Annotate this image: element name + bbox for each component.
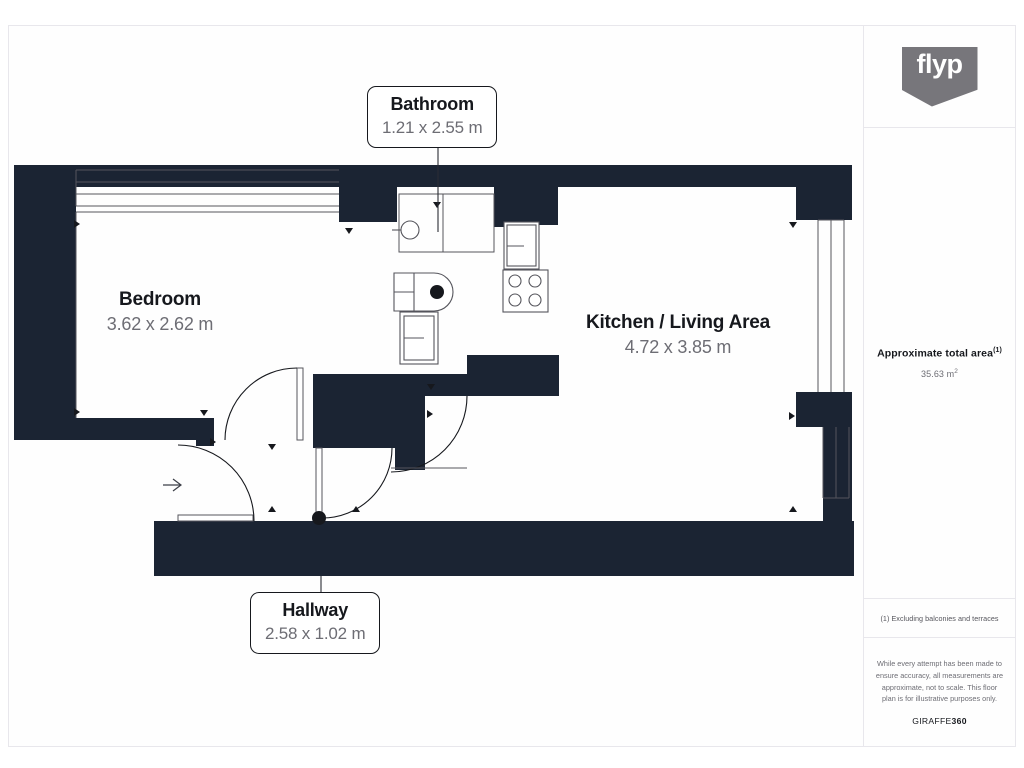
provider-brand: GIRAFFE360	[912, 716, 967, 726]
bathtub	[393, 272, 454, 312]
provider-brand-prefix: GIRAFFE	[912, 716, 952, 727]
room-name-hallway: Hallway	[282, 600, 349, 620]
room-name-kitchen-living: Kitchen / Living Area	[585, 312, 771, 333]
total-area-footnote-marker: (1)	[993, 346, 1002, 354]
bathtub-drain	[430, 285, 444, 299]
bathroom-inner	[398, 193, 495, 253]
wall-northeast-corner	[796, 165, 852, 220]
total-area-number: 35.63 m	[921, 369, 955, 380]
room-dims-bedroom: 3.62 x 2.62 m	[106, 313, 214, 334]
wall-north-kitchen	[558, 165, 796, 187]
wall-south-main	[154, 521, 854, 576]
wall-bedroom-door-jamb	[196, 418, 214, 446]
room-dims-bathroom: 1.21 x 2.55 m	[382, 117, 483, 137]
entrance-door	[163, 444, 255, 522]
dimension-ticks	[74, 202, 797, 512]
hallway-door-hinge	[312, 511, 326, 525]
kitchen-door	[390, 395, 468, 473]
footnote-cell: (1) Excluding balconies and terraces	[864, 599, 1015, 638]
bathroom-sink	[392, 220, 420, 240]
footnote-text: (1) Excluding balconies and terraces	[880, 613, 999, 623]
brand-logo-cell: flyp	[864, 26, 1015, 128]
interior-walls	[313, 187, 559, 470]
room-label-hallway: Hallway 2.58 x 1.02 m	[250, 592, 381, 655]
bedroom-door	[224, 367, 304, 441]
hallway-door	[312, 447, 393, 525]
entrance-door-leaf	[177, 514, 254, 522]
kitchen-sink	[503, 221, 540, 270]
wall-north-bedroom-outer	[14, 165, 339, 187]
room-name-bathroom: Bathroom	[390, 94, 475, 114]
wall-bathroom-east-upper	[494, 187, 512, 227]
wall-east-lower	[823, 392, 852, 522]
total-area-label-text: Approximate total area	[877, 347, 994, 360]
window-east-upper	[817, 219, 845, 392]
total-area-label: Approximate total area(1)	[877, 347, 1002, 360]
room-label-bedroom: Bedroom 3.62 x 2.62 m	[60, 289, 260, 335]
total-area-cell: Approximate total area(1) 35.63 m2	[864, 128, 1015, 599]
room-outlines	[75, 193, 819, 418]
window-east-lower	[822, 427, 850, 499]
toilet	[399, 311, 439, 365]
room-dims-hallway: 2.58 x 1.02 m	[265, 623, 366, 643]
entrance-arrow	[163, 478, 182, 492]
hob-four-burner	[502, 269, 549, 313]
room-label-kitchen-living: Kitchen / Living Area 4.72 x 3.85 m	[528, 312, 828, 358]
disclaimer-text: While every attempt has been made to ens…	[875, 658, 1004, 704]
flyp-logo-icon: flyp	[901, 46, 978, 107]
flyp-logo-text: flyp	[916, 48, 963, 79]
info-sidebar: flyp Approximate total area(1) 35.63 m2 …	[863, 26, 1015, 746]
disclaimer-cell: While every attempt has been made to ens…	[864, 638, 1015, 746]
label-leaders	[320, 140, 439, 594]
bedroom-door-leaf	[296, 367, 304, 441]
window-north	[75, 169, 339, 207]
floor-plan-drawing: .wall { fill: #1b2433; } .thin { fill: n…	[14, 140, 854, 594]
wall-south-bedroom	[14, 418, 214, 440]
wall-kitchen-partition	[467, 355, 559, 396]
total-area-unit-exponent: 2	[954, 368, 958, 376]
wall-west-bedroom	[14, 165, 76, 440]
room-label-bathroom: Bathroom 1.21 x 2.55 m	[367, 86, 498, 149]
wall-north-pier-a	[339, 165, 397, 222]
wall-hall-right	[395, 374, 425, 470]
provider-brand-suffix: 360	[951, 716, 967, 727]
room-dims-kitchen-living: 4.72 x 3.85 m	[624, 336, 732, 357]
exterior-walls	[14, 165, 854, 576]
total-area-value: 35.63 m2	[921, 368, 958, 379]
hallway-door-leaf	[315, 447, 323, 519]
room-name-bedroom: Bedroom	[119, 289, 201, 310]
